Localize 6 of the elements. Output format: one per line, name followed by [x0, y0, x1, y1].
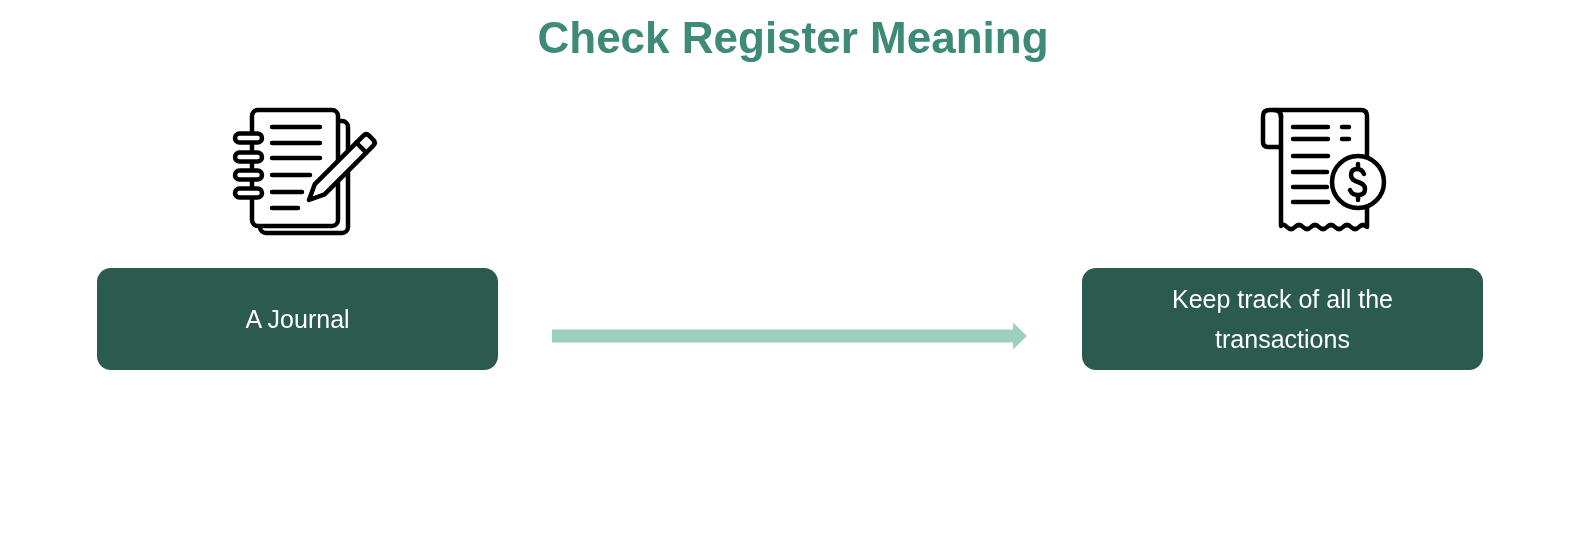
arrow [552, 322, 1027, 350]
process-box [1082, 268, 1483, 370]
box-label: A Journal [245, 304, 350, 335]
process-box [97, 268, 498, 370]
title: Check Register Meaning [537, 13, 1049, 62]
box-label: Keep track of all the transactions [1171, 284, 1394, 355]
